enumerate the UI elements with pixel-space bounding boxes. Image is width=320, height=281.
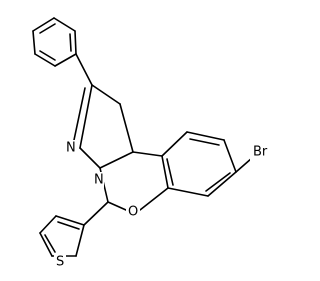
- structure-canvas: Br N N O S: [32, 17, 272, 270]
- bond: [235, 157, 253, 173]
- atom-label-nitrogen-2: N: [94, 173, 104, 188]
- chemical-structure-diagram: Br N N O S: [32, 17, 272, 270]
- bond: [39, 232, 53, 257]
- bond: [55, 215, 85, 226]
- bond: [161, 131, 188, 157]
- atom-label-sulfur: S: [56, 255, 64, 270]
- bond: [39, 215, 57, 234]
- bond: [79, 147, 101, 169]
- bond: [205, 172, 231, 192]
- bond: [54, 53, 77, 67]
- bond: [132, 151, 163, 157]
- thiophene-ring: [39, 201, 109, 257]
- phenyl-ring: [32, 17, 77, 67]
- bond: [161, 155, 169, 189]
- bond: [119, 103, 134, 153]
- bond: [73, 87, 86, 141]
- bond: [167, 187, 209, 197]
- atom-label-background: [54, 254, 66, 270]
- atom-label-oxygen: O: [128, 205, 138, 220]
- bond: [74, 30, 77, 55]
- bond: [186, 131, 225, 141]
- bond: [83, 201, 109, 226]
- atom-label-background: [92, 172, 104, 188]
- bond: [223, 139, 237, 173]
- bond: [57, 221, 80, 230]
- bond: [69, 33, 72, 52]
- bond: [34, 53, 56, 67]
- benzene-ring: [161, 131, 237, 197]
- bond: [189, 138, 220, 146]
- bond: [53, 17, 76, 32]
- bond: [91, 84, 121, 105]
- bond: [139, 187, 169, 211]
- bond: [166, 158, 174, 186]
- bond: [39, 50, 56, 61]
- atom-label-background: [64, 140, 76, 156]
- atom-label-nitrogen-1: N: [66, 141, 76, 156]
- bond: [75, 53, 93, 86]
- bond: [32, 30, 36, 55]
- bond: [207, 171, 237, 197]
- atom-label-background: [126, 204, 140, 220]
- bond: [32, 17, 55, 32]
- atom-label-bromine: Br: [253, 145, 268, 160]
- bond: [79, 84, 93, 149]
- pyrazoline-ring: [73, 84, 134, 169]
- bond: [75, 224, 85, 257]
- atom-label-background: [250, 143, 272, 161]
- bond: [44, 234, 56, 253]
- bond: [107, 201, 127, 211]
- bond: [99, 151, 134, 169]
- oxazine-ring: [99, 151, 169, 211]
- bond: [39, 23, 56, 34]
